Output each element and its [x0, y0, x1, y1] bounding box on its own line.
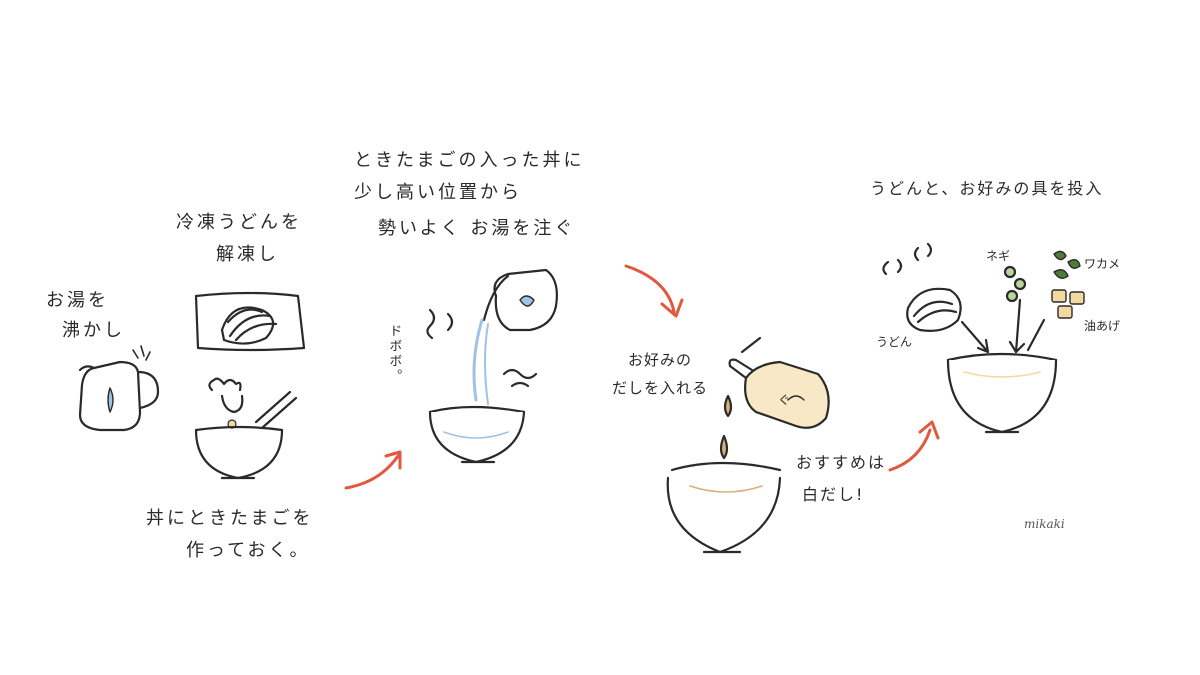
pour-sound-effect: ドボボ。	[386, 324, 402, 384]
step1-line2: 沸かし	[62, 320, 125, 341]
frozen-udon-pack-icon	[194, 291, 306, 352]
artist-signature: mikaki	[1024, 517, 1065, 531]
step6-title: うどんと、お好みの具を投入	[870, 179, 1104, 198]
negi-label: ネギ	[986, 249, 1011, 263]
fried-tofu-icon	[1051, 289, 1085, 319]
steam-icon	[426, 308, 538, 388]
step3-line2: 作っておく。	[186, 540, 311, 561]
step4-line1: ときたまごの入った丼に	[354, 150, 585, 171]
kettle-icon	[78, 345, 160, 432]
step4-line3: 勢いよく お湯を注ぐ	[378, 218, 576, 239]
pouring-bowl-icon	[428, 405, 526, 464]
recommendation-line2: 白だし!	[802, 485, 865, 504]
egg-bowl-icon	[194, 377, 298, 480]
ingredient-arrows-icon	[960, 298, 1046, 354]
green-onion-icon	[1003, 265, 1027, 303]
step2-line2: 解凍し	[216, 244, 279, 265]
step2-line1: 冷凍うどんを	[176, 212, 302, 233]
dashi-bowl-icon	[666, 461, 782, 554]
pitcher-icon	[472, 268, 558, 405]
step5-line1: お好みの	[628, 351, 693, 369]
final-bowl-icon	[946, 352, 1058, 434]
recommendation-line1: おすすめは	[796, 453, 887, 472]
udon-label: うどん	[876, 335, 913, 349]
dashi-bottle-icon	[728, 336, 830, 429]
bottle-label: ぐ	[778, 393, 791, 407]
arrow-2-icon	[624, 264, 684, 318]
arrow-3-icon	[888, 420, 940, 472]
step3-line1: 丼にときたまごを	[146, 508, 314, 529]
arrow-1-icon	[344, 450, 402, 490]
aburaage-label: 油あげ	[1084, 319, 1121, 333]
wakame-label: ワカメ	[1084, 257, 1121, 271]
udon-ingredient-icon	[882, 242, 962, 332]
step4-line2: 少し高い位置から	[354, 182, 522, 203]
step1-line1: お湯を	[46, 290, 109, 311]
wakame-icon	[1053, 250, 1081, 279]
step5-line2: だしを入れる	[612, 379, 709, 397]
dashi-drops-icon	[719, 394, 733, 460]
